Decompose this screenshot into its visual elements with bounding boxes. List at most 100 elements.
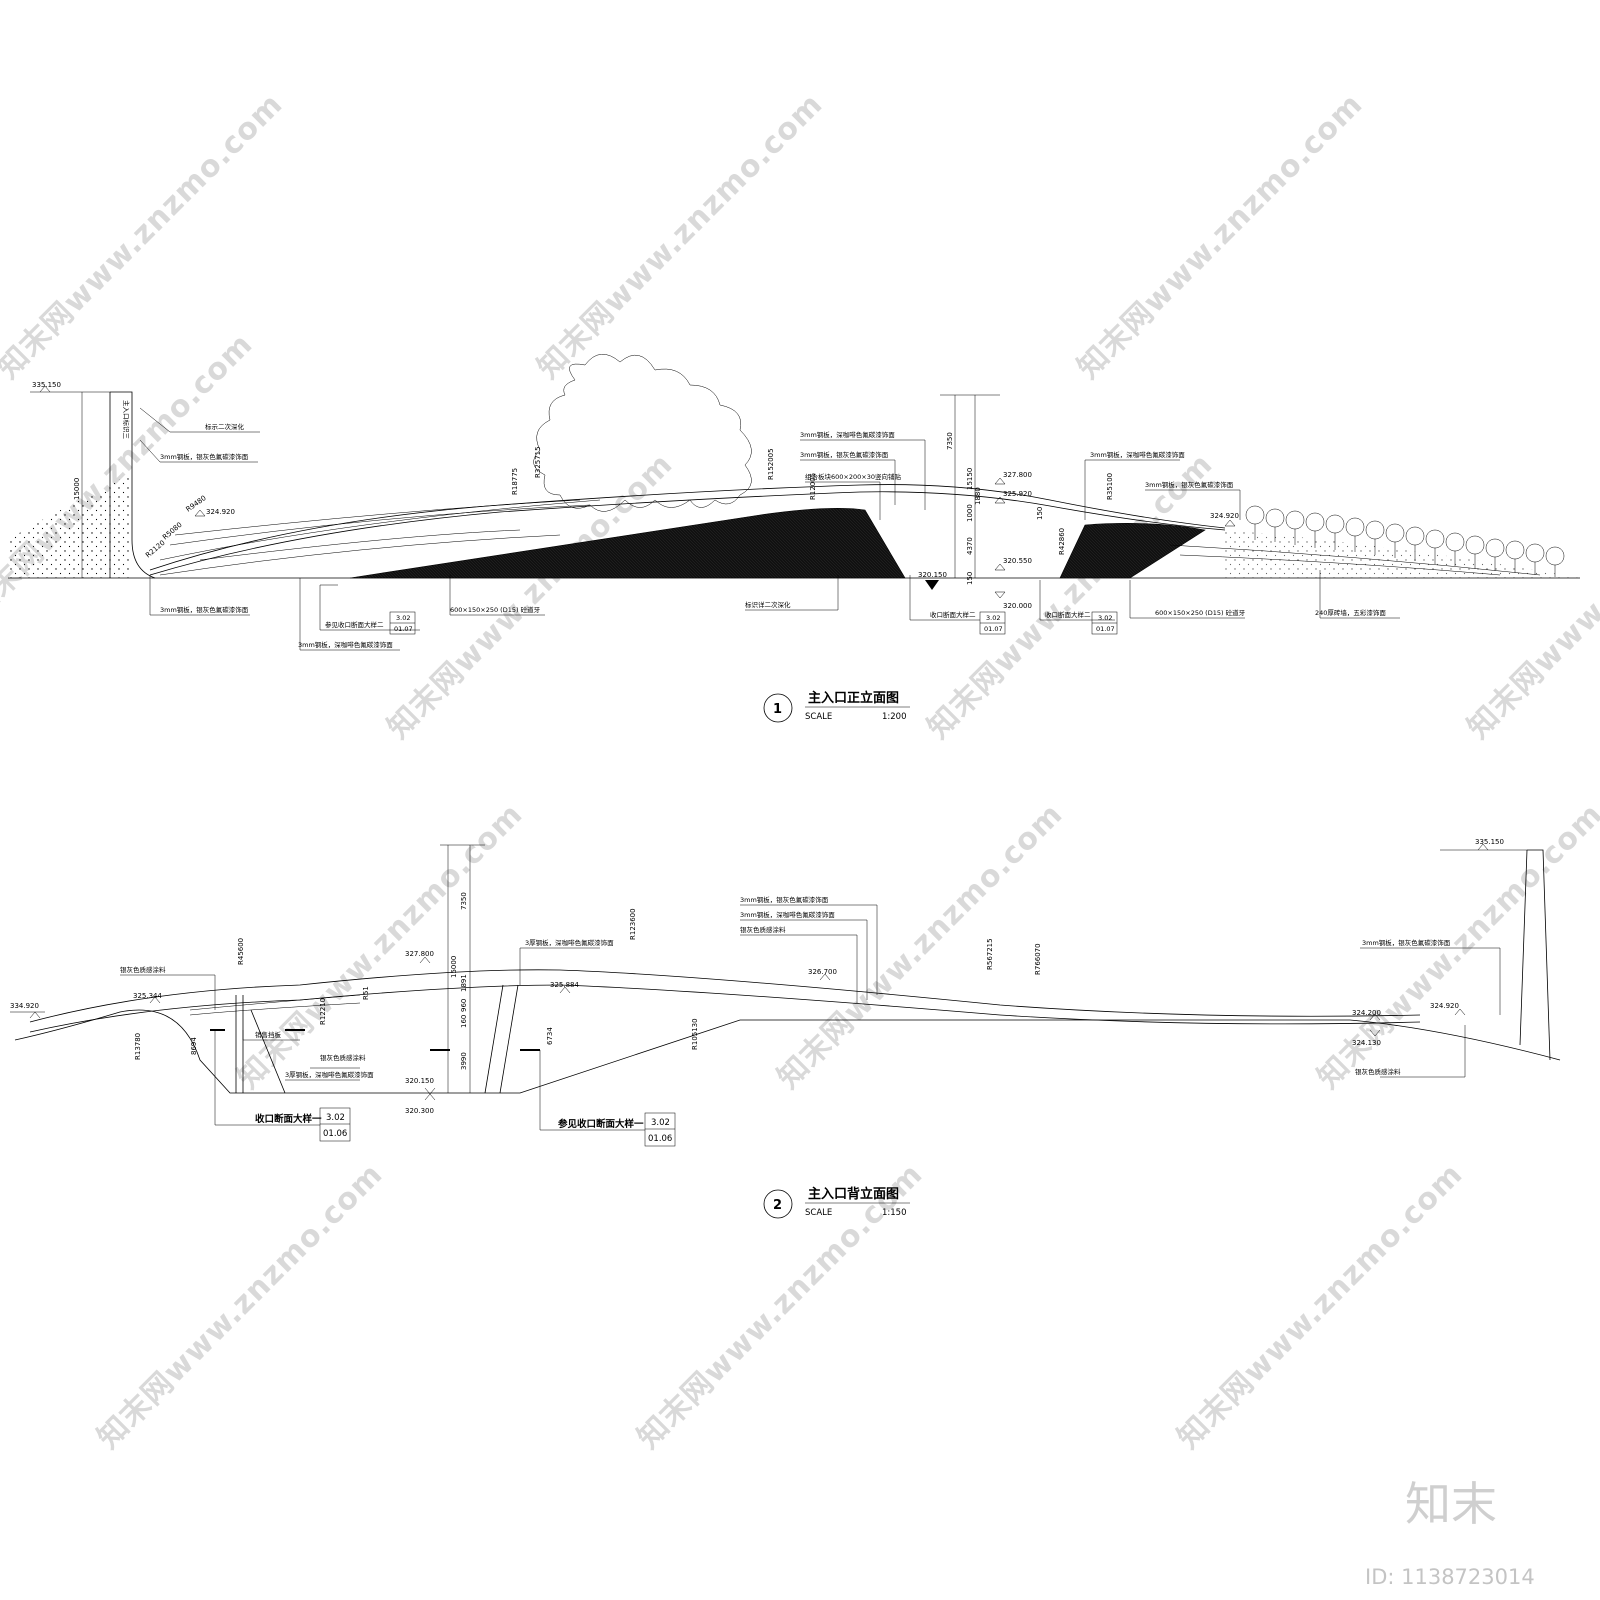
svg-text:324.920: 324.920 xyxy=(206,508,235,516)
svg-text:4370: 4370 xyxy=(966,537,974,555)
section-reference-box: 3.02 01.06 xyxy=(319,1107,351,1142)
elevation-mark: 327.800 xyxy=(994,471,1032,485)
svg-text:3mm钢板，深咖啡色氟碳漆饰面: 3mm钢板，深咖啡色氟碳漆饰面 xyxy=(298,640,393,649)
svg-text:320.000: 320.000 xyxy=(1003,602,1032,610)
watermark-text: 知末网www.znzmo.com xyxy=(771,797,1070,1096)
svg-text:主入口正立面图: 主入口正立面图 xyxy=(808,690,899,706)
svg-text:R51: R51 xyxy=(362,986,370,1000)
svg-text:01.07: 01.07 xyxy=(984,625,1003,633)
svg-text:标识详二次深化: 标识详二次深化 xyxy=(745,600,791,609)
svg-text:R42860: R42860 xyxy=(1058,528,1066,555)
svg-text:150: 150 xyxy=(966,572,974,585)
svg-text:R35100: R35100 xyxy=(1106,473,1114,500)
svg-text:327.800: 327.800 xyxy=(405,950,434,958)
elevation-mark: 325.344 xyxy=(133,992,162,1004)
svg-text:320.300: 320.300 xyxy=(405,1107,434,1115)
svg-text:收口断面大样二: 收口断面大样二 xyxy=(1045,610,1091,619)
svg-text:334.920: 334.920 xyxy=(10,1002,39,1010)
svg-text:324.130: 324.130 xyxy=(1352,1039,1381,1047)
elevation-mark: 325.884 xyxy=(550,981,579,994)
watermark-text: 知末网www.znzmo.com xyxy=(531,87,830,386)
svg-text:银灰色质感涂料: 银灰色质感涂料 xyxy=(320,1053,366,1062)
svg-text:324.200: 324.200 xyxy=(1352,1009,1381,1017)
tree-row xyxy=(1245,505,1565,577)
svg-text:320.150: 320.150 xyxy=(405,1077,434,1085)
elevation-mark: 320.300 xyxy=(405,1093,436,1115)
elevation-mark: 335.150 xyxy=(30,381,110,393)
svg-text:3厚钢板，深咖啡色氟碳漆饰面: 3厚钢板，深咖啡色氟碳漆饰面 xyxy=(285,1070,374,1079)
svg-text:R325715: R325715 xyxy=(534,446,542,478)
svg-text:15000: 15000 xyxy=(73,478,81,500)
svg-text:收口断面大样二: 收口断面大样二 xyxy=(930,610,976,619)
svg-text:320.550: 320.550 xyxy=(1003,557,1032,565)
svg-text:600×150×250 (D15) 砼道牙: 600×150×250 (D15) 砼道牙 xyxy=(1155,608,1246,617)
svg-text:15150: 15150 xyxy=(966,468,974,490)
svg-text:3厚钢板，深咖啡色氟碳漆饰面: 3厚钢板，深咖啡色氟碳漆饰面 xyxy=(525,938,614,947)
svg-text:1:150: 1:150 xyxy=(882,1208,907,1218)
svg-text:3mm钢板，银灰色氟碳漆饰面: 3mm钢板，银灰色氟碳漆饰面 xyxy=(1362,938,1451,947)
svg-text:325.884: 325.884 xyxy=(550,981,579,989)
svg-text:240厚砖墙，五彩漆饰面: 240厚砖墙，五彩漆饰面 xyxy=(1315,608,1386,617)
watermark-text: 知末网www.znzmo.com xyxy=(1071,87,1370,386)
elevation-mark: 320.550 xyxy=(994,557,1032,571)
svg-text:01.06: 01.06 xyxy=(323,1129,347,1139)
svg-text:R12005: R12005 xyxy=(809,473,817,500)
elevation-mark: 324.200 xyxy=(1352,1009,1381,1021)
svg-text:325.344: 325.344 xyxy=(133,992,162,1000)
svg-text:3.02: 3.02 xyxy=(1098,614,1112,622)
watermark-text: 知末网www.znzmo.com xyxy=(1311,797,1600,1096)
svg-text:SCALE: SCALE xyxy=(805,1208,832,1218)
elevation-mark: 324.920 xyxy=(1210,512,1239,527)
drawing-title-1: 1 主入口正立面图 SCALE 1:200 xyxy=(763,690,910,723)
svg-text:R2120: R2120 xyxy=(144,539,167,560)
elevation-mark: 320.150 xyxy=(918,571,947,590)
svg-text:2: 2 xyxy=(773,1198,782,1213)
svg-text:3.02: 3.02 xyxy=(986,614,1000,622)
elevation-mark: 327.800 xyxy=(405,950,434,964)
svg-text:组合板块600×200×30竖向铺贴: 组合板块600×200×30竖向铺贴 xyxy=(805,472,901,481)
svg-text:3mm钢板，银灰色氟碳漆饰面: 3mm钢板，银灰色氟碳漆饰面 xyxy=(160,452,249,461)
svg-text:R18775: R18775 xyxy=(511,468,519,495)
svg-text:3.02: 3.02 xyxy=(651,1118,670,1128)
svg-text:R567215: R567215 xyxy=(986,938,994,970)
svg-text:3mm钢板，银灰色氟碳漆饰面: 3mm钢板，银灰色氟碳漆饰面 xyxy=(800,450,889,459)
svg-text:参见收口断面大样一: 参见收口断面大样一 xyxy=(557,1118,644,1130)
svg-text:01.06: 01.06 xyxy=(648,1134,672,1144)
svg-text:R152005: R152005 xyxy=(767,448,775,480)
svg-text:1: 1 xyxy=(773,702,782,717)
svg-text:3.02: 3.02 xyxy=(396,614,410,622)
elevation-mark: 325.920 xyxy=(994,490,1032,504)
svg-text:3mm钢板，银灰色氟碳漆饰面: 3mm钢板，银灰色氟碳漆饰面 xyxy=(740,895,829,904)
svg-text:收口断面大样一: 收口断面大样一 xyxy=(255,1113,322,1125)
svg-text:R12210: R12210 xyxy=(319,998,327,1025)
svg-text:3mm钢板，银灰色氟碳漆饰面: 3mm钢板，银灰色氟碳漆饰面 xyxy=(160,605,249,614)
svg-text:01.07: 01.07 xyxy=(394,625,413,633)
elevation-mark: 324.920 xyxy=(1430,1002,1466,1016)
elevation-mark: 324.920 xyxy=(194,508,235,517)
svg-text:主入口背立面图: 主入口背立面图 xyxy=(808,1186,899,1202)
svg-text:R13780: R13780 xyxy=(134,1033,142,1060)
drawing-title-2: 2 主入口背立面图 SCALE 1:150 xyxy=(763,1186,910,1219)
svg-text:7350: 7350 xyxy=(460,892,468,910)
section-reference-box: 3.02 01.07 xyxy=(1091,611,1118,635)
elevation-mark: 335.150 xyxy=(1475,838,1504,851)
drawing-1-front-elevation: 主入口标识三 335.150 15000 xyxy=(8,354,1580,723)
svg-text:325.920: 325.920 xyxy=(1003,490,1032,498)
watermark-layer: 知末网www.znzmo.com 知末网www.znzmo.com 知末网www… xyxy=(0,87,1600,1456)
svg-text:R105130: R105130 xyxy=(691,1018,699,1050)
svg-text:960: 960 xyxy=(460,999,468,1012)
svg-text:7350: 7350 xyxy=(946,432,954,450)
watermark-text: 知末网www.znzmo.com xyxy=(921,447,1220,746)
svg-text:1891: 1891 xyxy=(460,974,468,992)
svg-text:600×150×250 (D15) 砼道牙: 600×150×250 (D15) 砼道牙 xyxy=(450,605,541,614)
svg-text:8694: 8694 xyxy=(190,1037,198,1055)
svg-text:1880: 1880 xyxy=(974,487,982,505)
section-reference-box: 3.02 01.07 xyxy=(389,611,416,635)
section-reference-box: 3.02 01.06 xyxy=(644,1112,676,1147)
sign-text: 主入口标识三 xyxy=(122,400,131,440)
svg-text:324.920: 324.920 xyxy=(1430,1002,1459,1010)
svg-text:银灰色质感涂料: 银灰色质感涂料 xyxy=(1355,1067,1401,1076)
svg-text:R5080: R5080 xyxy=(161,521,184,542)
elevation-mark: 324.130 xyxy=(1352,1029,1381,1047)
